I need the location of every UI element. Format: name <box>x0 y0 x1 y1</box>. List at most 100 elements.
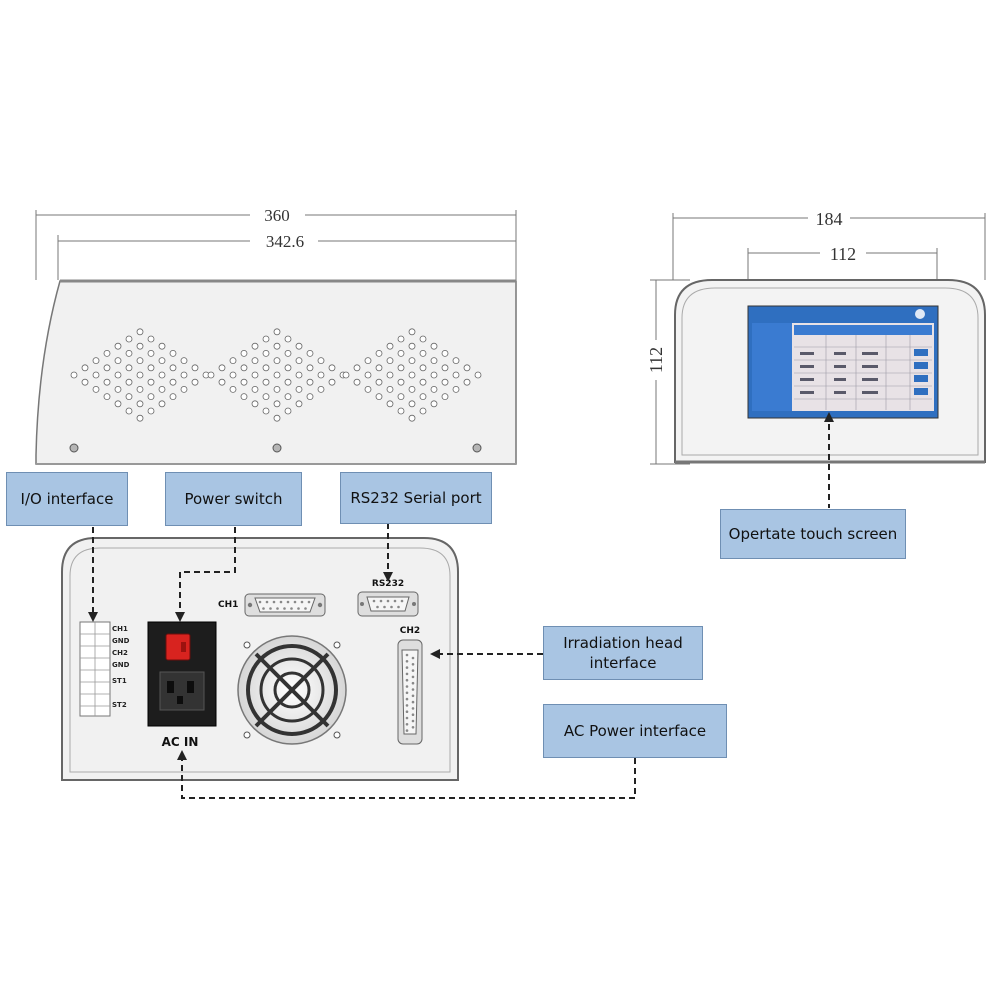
vent-hole <box>147 407 155 415</box>
vent-hole <box>430 385 438 393</box>
connector-pin <box>405 704 409 707</box>
dimension-label-342: 342.6 <box>266 232 304 251</box>
connector-pin <box>411 675 415 679</box>
vent-hole <box>136 357 144 365</box>
vent-hole <box>103 364 111 372</box>
terminal-label-ch2: CH2 <box>112 649 128 657</box>
power-module <box>147 621 217 727</box>
vent-hole <box>353 378 361 386</box>
callout-rs232-port-text: RS232 Serial port <box>350 488 482 507</box>
connector-pin <box>405 666 409 669</box>
vent-hole <box>251 385 259 393</box>
vent-hole <box>240 364 248 372</box>
vent-hole <box>430 400 438 408</box>
vent-hole <box>375 364 383 372</box>
vent-hole <box>273 357 281 365</box>
vent-hole <box>180 371 188 379</box>
ch1-connector <box>244 593 326 617</box>
connector-pin <box>405 685 409 688</box>
io-terminal-block: CH1 GND CH2 GND ST1 ST2 <box>79 621 130 717</box>
vent-hole <box>125 407 133 415</box>
connector-pin <box>290 607 293 610</box>
callout-irradiation-line1: Irradiation head <box>563 633 683 652</box>
vent-hole <box>92 357 100 365</box>
vent-hole <box>180 385 188 393</box>
power-switch <box>165 633 191 661</box>
vent-hole <box>114 371 122 379</box>
vent-hole <box>240 378 248 386</box>
vent-hole <box>452 357 460 365</box>
dimension-342 <box>57 235 517 280</box>
vent-hole <box>284 407 292 415</box>
vent-hole <box>375 378 383 386</box>
vent-hole <box>147 364 155 372</box>
vent-hole <box>284 378 292 386</box>
vent-hole <box>419 407 427 415</box>
vent-hole <box>419 378 427 386</box>
terminal-label-ch1: CH1 <box>112 625 128 633</box>
vent-hole <box>306 364 314 372</box>
vent-hole <box>430 342 438 350</box>
connector-pin <box>411 719 415 723</box>
rear-housing-inner <box>69 547 451 773</box>
vent-hole <box>317 385 325 393</box>
vent-hole <box>364 371 372 379</box>
vent-hole <box>229 357 237 365</box>
vent-hole <box>158 357 166 365</box>
vent-hole <box>125 335 133 343</box>
ch2-connector <box>397 639 423 745</box>
connector-pin <box>405 672 409 676</box>
vent-hole <box>419 335 427 343</box>
side-screws <box>69 443 482 453</box>
vent-hole <box>463 364 471 372</box>
vent-hole <box>408 385 416 393</box>
front-view: 184 112 112 67 <box>646 209 986 465</box>
connector-pin <box>393 599 397 603</box>
vent-hole <box>262 393 270 401</box>
vent-hole <box>408 342 416 350</box>
vent-hole <box>262 335 270 343</box>
connector-pin <box>297 607 300 610</box>
vent-hole <box>229 371 237 379</box>
connector-pin <box>405 729 409 732</box>
connector-pin <box>405 723 409 726</box>
callout-ac-power: AC Power interface <box>543 704 727 758</box>
vent-hole <box>147 349 155 357</box>
vent-hole <box>251 400 259 408</box>
vent-hole <box>441 393 449 401</box>
vent-hole <box>114 385 122 393</box>
vent-hole <box>273 414 281 422</box>
connector-pin <box>411 656 415 660</box>
vent-hole <box>375 349 383 357</box>
connector-pin <box>372 599 376 603</box>
vent-hole <box>103 378 111 386</box>
vent-hole <box>262 349 270 357</box>
vent-hole <box>218 364 226 372</box>
vent-hole <box>147 393 155 401</box>
vent-hole <box>419 349 427 357</box>
vent-hole <box>295 342 303 350</box>
vent-hole <box>284 364 292 372</box>
terminal-label-st1: ST1 <box>112 677 127 685</box>
vent-hole <box>342 371 350 379</box>
vent-hole <box>386 371 394 379</box>
ch2-label: CH2 <box>400 626 420 636</box>
connector-pin <box>411 681 415 685</box>
connector-pin <box>411 713 415 716</box>
terminal-label-st2: ST2 <box>112 701 127 709</box>
vent-hole <box>397 335 405 343</box>
vent-hole <box>364 385 372 393</box>
vent-hole <box>251 357 259 365</box>
vent-hole <box>103 349 111 357</box>
vent-hole <box>386 385 394 393</box>
side-view: 360 342.6 <box>35 206 517 465</box>
ch1-label: CH1 <box>218 600 238 610</box>
vent-hole <box>408 328 416 336</box>
vent-hole <box>81 364 89 372</box>
dimension-184 <box>672 213 986 280</box>
vent-hole <box>240 393 248 401</box>
connector-pin <box>376 605 379 609</box>
connector-pin <box>411 694 415 698</box>
vent-hole <box>408 357 416 365</box>
vent-hole <box>158 400 166 408</box>
